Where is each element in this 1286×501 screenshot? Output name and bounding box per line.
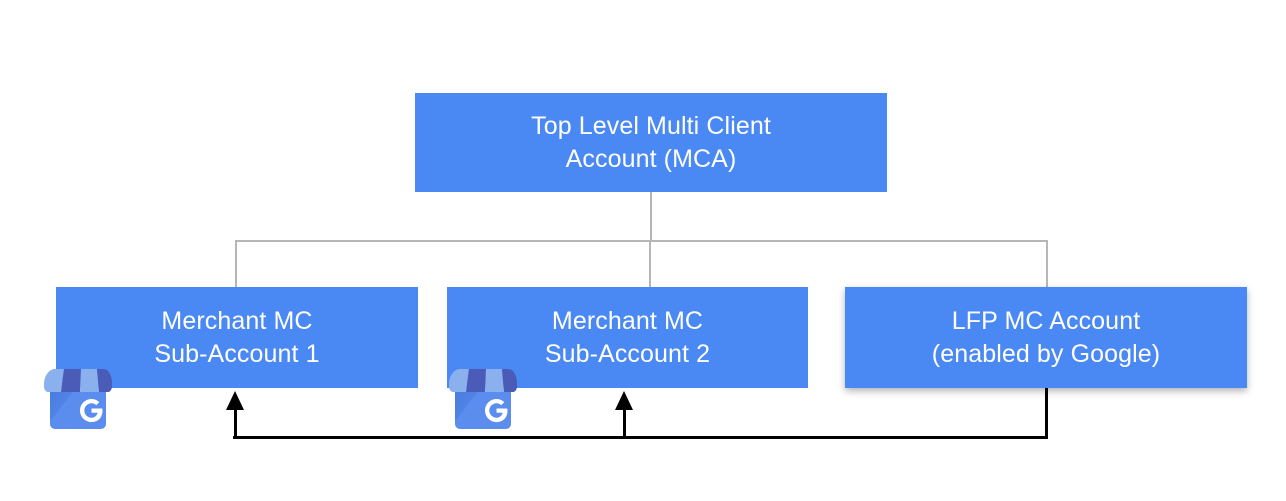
node-lfp-mc-account[interactable]: LFP MC Account (enabled by Google) bbox=[845, 287, 1247, 388]
connector-horizontal-bus bbox=[235, 240, 1048, 242]
google-my-business-icon bbox=[449, 369, 517, 429]
feedback-riser-to-sub2 bbox=[623, 408, 626, 438]
node-top-level-mca-label: Top Level Multi Client Account (MCA) bbox=[531, 111, 771, 173]
node-lfp-mc-account-label: LFP MC Account (enabled by Google) bbox=[931, 306, 1161, 368]
node-merchant-sub-account-1-label: Merchant MC Sub-Account 1 bbox=[154, 306, 320, 368]
connector-root-stem bbox=[650, 192, 652, 242]
connector-drop-lfp bbox=[1046, 240, 1048, 288]
node-top-level-mca[interactable]: Top Level Multi Client Account (MCA) bbox=[415, 93, 887, 192]
google-my-business-icon bbox=[44, 369, 112, 429]
feedback-arrowhead-sub1 bbox=[226, 391, 244, 410]
feedback-horizontal-line bbox=[233, 436, 1048, 439]
node-merchant-sub-account-1[interactable]: Merchant MC Sub-Account 1 bbox=[56, 287, 418, 388]
node-merchant-sub-account-2-label: Merchant MC Sub-Account 2 bbox=[544, 306, 711, 368]
connector-drop-sub2 bbox=[649, 240, 651, 288]
feedback-riser-to-sub1 bbox=[234, 408, 237, 438]
feedback-arrowhead-sub2 bbox=[615, 391, 633, 410]
feedback-riser-from-lfp bbox=[1045, 388, 1048, 439]
connector-drop-sub1 bbox=[235, 240, 237, 288]
